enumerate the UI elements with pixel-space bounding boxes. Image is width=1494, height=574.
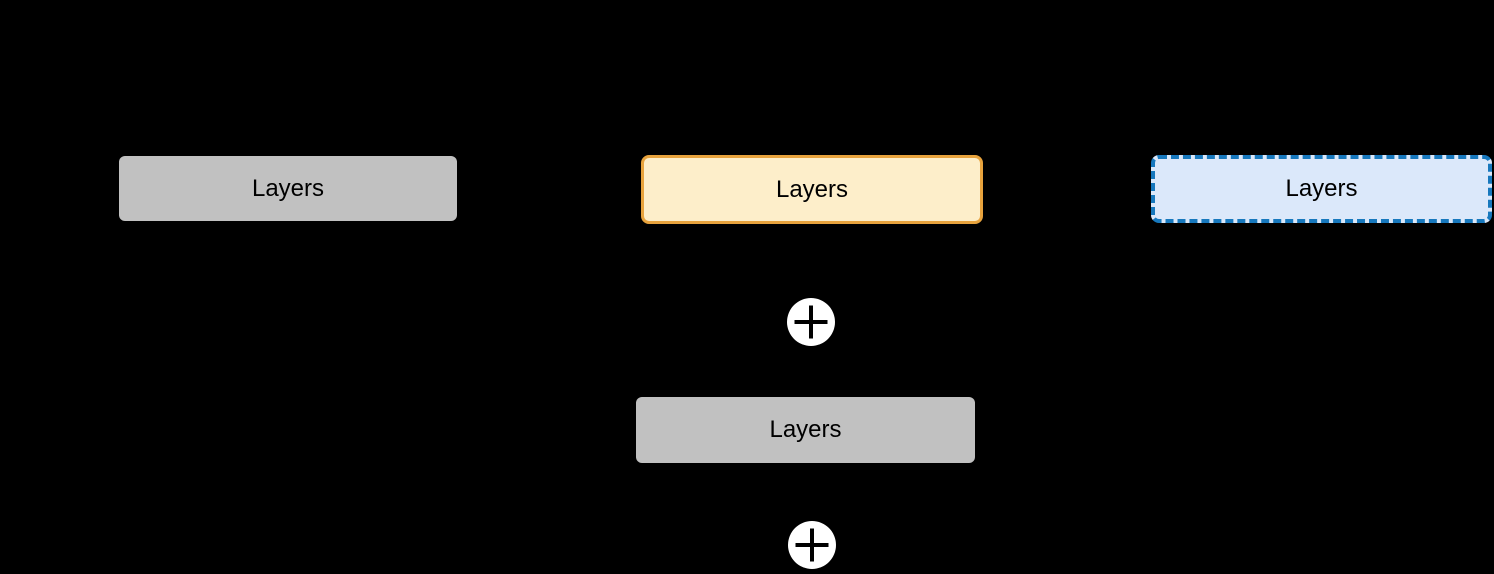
- add-operator-top: +: [787, 298, 835, 346]
- layers-box-orange-top-center: Layers: [641, 155, 983, 224]
- layers-box-label: Layers: [775, 175, 849, 203]
- layers-box-blue-dashed-top-right: Layers: [1151, 155, 1492, 223]
- layers-box-gray-top-left: Layers: [119, 156, 457, 221]
- layers-box-label: Layers: [769, 416, 842, 443]
- add-operator-bottom: +: [788, 521, 836, 569]
- layers-box-label: Layers: [251, 174, 325, 202]
- plus-icon: [795, 528, 829, 562]
- layers-box-label: Layers: [1285, 175, 1358, 202]
- layers-box-gray-middle: Layers: [636, 397, 975, 463]
- plus-icon: [794, 305, 828, 339]
